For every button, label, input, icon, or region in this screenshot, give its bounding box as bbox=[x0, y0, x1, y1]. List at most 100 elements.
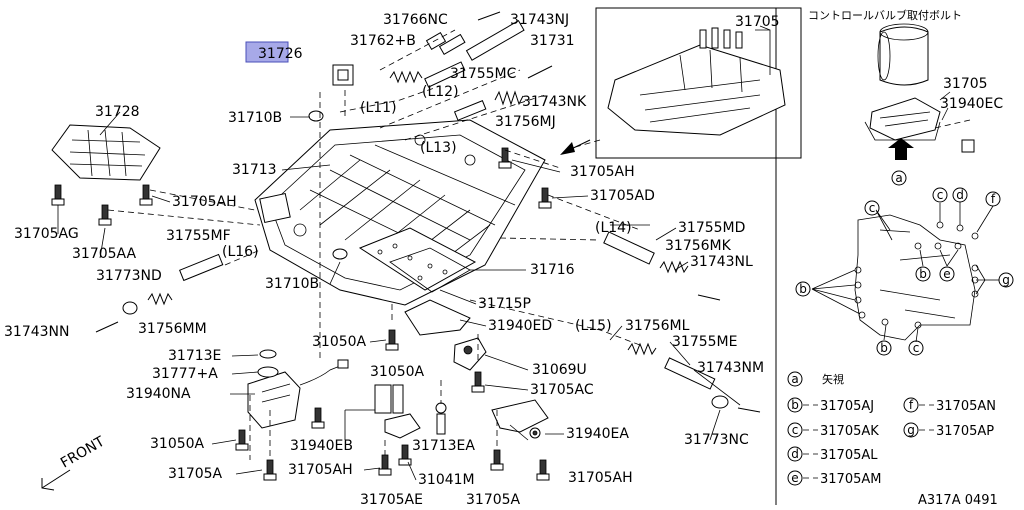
svg-text:c: c bbox=[913, 341, 920, 355]
valve-31755MC bbox=[424, 61, 466, 88]
label-31755ME: 31755ME bbox=[672, 334, 737, 350]
bolts bbox=[51, 110, 552, 481]
inset-callout-leaders bbox=[811, 202, 994, 343]
inset-callout-c-3: c bbox=[908, 340, 924, 356]
svg-text:g: g bbox=[907, 423, 915, 437]
label-31705AD: 31705AD bbox=[590, 188, 655, 204]
legend-g: g 31705AP bbox=[903, 422, 994, 439]
label-31713E: 31713E bbox=[168, 348, 221, 364]
view-arrow bbox=[560, 139, 591, 155]
legend-b: b 31705AJ bbox=[787, 397, 874, 414]
separator-plate-31716 bbox=[358, 227, 477, 291]
label-31743NJ: 31743NJ bbox=[510, 12, 569, 28]
inset-callout-f: f bbox=[985, 191, 1001, 207]
svg-text:b: b bbox=[919, 267, 927, 281]
spring-31756MJ bbox=[494, 90, 524, 106]
label-31755MC: 31755MC bbox=[450, 66, 517, 82]
svg-text:d: d bbox=[791, 447, 799, 461]
cover-31728 bbox=[51, 124, 161, 181]
inset-callout-d: d bbox=[952, 187, 968, 203]
plug-31773ND bbox=[122, 301, 138, 315]
valve-body-31713 bbox=[254, 119, 546, 306]
label-31705A-bottom: 31705A bbox=[466, 492, 521, 508]
inset-marker-a: a bbox=[891, 170, 907, 186]
label-L15: (L15) bbox=[575, 318, 612, 334]
legend-f: f 31705AN bbox=[903, 397, 996, 414]
terminal-31069U bbox=[453, 337, 487, 371]
inset-callout-g: g bbox=[998, 272, 1014, 288]
plate-31050A bbox=[374, 384, 404, 414]
label-31705A-left: 31705A bbox=[168, 466, 223, 482]
filter-31713EA bbox=[435, 402, 447, 435]
svg-text:31705AL: 31705AL bbox=[820, 448, 878, 463]
clip-31940EB bbox=[384, 413, 421, 439]
svg-text:g: g bbox=[1002, 273, 1010, 287]
bracket-31726 bbox=[332, 64, 354, 86]
svg-text:b: b bbox=[880, 341, 888, 355]
inset-labels: コントロールバルブ取付ボルト 31705 31940EC a c d f c b bbox=[795, 8, 1014, 356]
pin-31743NJ bbox=[477, 11, 501, 21]
label-31705AH-2: 31705AH bbox=[172, 194, 237, 210]
legend-a: a 矢視 bbox=[787, 371, 844, 387]
valve-L13 bbox=[453, 100, 487, 121]
bracket-31940ED bbox=[404, 299, 471, 336]
pin-31743NN bbox=[95, 321, 119, 333]
label-31710B-bottom: 31710B bbox=[265, 276, 319, 292]
label-31705AH-3: 31705AH bbox=[288, 462, 353, 478]
label-31940EA: 31940EA bbox=[566, 426, 629, 442]
svg-text:a: a bbox=[895, 171, 902, 185]
label-L11: (L11) bbox=[360, 100, 397, 116]
spring-31756MK bbox=[659, 260, 689, 274]
svg-text:d: d bbox=[956, 188, 964, 202]
part-labels: 31766NC 31743NJ 31762+B 31731 31726 3175… bbox=[4, 12, 780, 508]
svg-text:e: e bbox=[791, 471, 798, 485]
label-31715P: 31715P bbox=[478, 296, 531, 312]
inset-callout-c-2: c bbox=[864, 200, 880, 216]
legend-d: d 31705AL bbox=[787, 446, 878, 463]
label-31050A-mid: 31050A bbox=[370, 364, 425, 380]
label-L14: (L14) bbox=[595, 220, 632, 236]
spring-31756MM bbox=[147, 292, 173, 306]
label-31743NK: 31743NK bbox=[522, 94, 587, 110]
valve-31731 bbox=[438, 19, 525, 61]
pin-31743NL bbox=[697, 294, 721, 301]
inset-label-31705: 31705 bbox=[943, 76, 988, 92]
pin-31743NK bbox=[527, 65, 553, 79]
svg-text:c: c bbox=[869, 201, 876, 215]
label-31756MK: 31756MK bbox=[665, 238, 732, 254]
label-31713: 31713 bbox=[232, 162, 277, 178]
solenoid-31940NA bbox=[247, 351, 349, 429]
label-31756ML: 31756ML bbox=[625, 318, 690, 334]
label-31762B: 31762+B bbox=[350, 33, 416, 49]
pin-31743NM bbox=[737, 407, 761, 413]
label-31755MF: 31755MF bbox=[166, 228, 231, 244]
svg-text:31705AP: 31705AP bbox=[936, 424, 994, 439]
label-31705-inset: 31705 bbox=[735, 14, 780, 30]
svg-text:e: e bbox=[943, 267, 950, 281]
label-31705AE: 31705AE bbox=[360, 492, 423, 508]
label-31050A-top: 31050A bbox=[312, 334, 367, 350]
label-31743NN: 31743NN bbox=[4, 324, 69, 340]
inset-callout-e: e bbox=[939, 266, 955, 282]
legend: a 矢視 b 31705AJ f 31705AN c 31705AK g 317… bbox=[787, 371, 996, 487]
label-31713EA: 31713EA bbox=[412, 438, 475, 454]
valve-31755MF bbox=[179, 253, 224, 282]
label-31705AC: 31705AC bbox=[530, 382, 594, 398]
label-31773NC: 31773NC bbox=[684, 432, 749, 448]
label-31050A-bottom: 31050A bbox=[150, 436, 205, 452]
spring-31756ML bbox=[627, 342, 657, 356]
label-31940ED: 31940ED bbox=[488, 318, 552, 334]
label-31705AH-1: 31705AH bbox=[570, 164, 635, 180]
label-L12: (L12) bbox=[422, 84, 459, 100]
label-31773ND: 31773ND bbox=[96, 268, 162, 284]
plug-31773NC bbox=[711, 395, 729, 409]
label-31728: 31728 bbox=[95, 104, 140, 120]
svg-text:b: b bbox=[799, 282, 807, 296]
inset-valve-assembly bbox=[864, 91, 975, 153]
alignment-lines bbox=[107, 29, 641, 460]
label-31705AG: 31705AG bbox=[14, 226, 79, 242]
inset-header: コントロールバルブ取付ボルト bbox=[808, 8, 962, 22]
highlight-31726 bbox=[245, 41, 289, 63]
valve-body-inset-frame bbox=[595, 7, 802, 159]
